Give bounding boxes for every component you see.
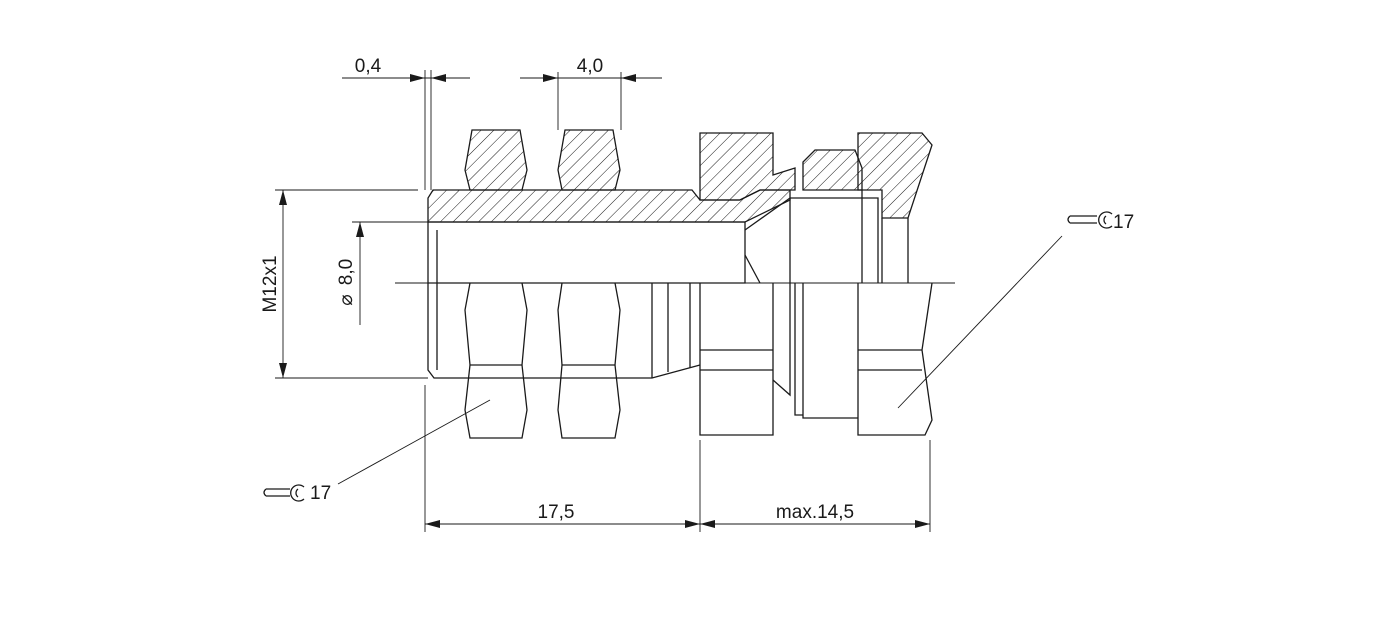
wrench-callout-cap: 17 xyxy=(897,211,1134,409)
wrench-callout-nut: 17 xyxy=(263,399,491,504)
dimension-lengths: 17,5 max.14,5 xyxy=(424,385,931,532)
cap-nut-section xyxy=(857,132,933,219)
wrench-size-cap-label: 17 xyxy=(1113,212,1134,233)
hex-shoulder-outline xyxy=(699,283,774,436)
section-view xyxy=(427,129,933,284)
bore-outline xyxy=(427,221,746,284)
nut-tooth-1-section xyxy=(464,129,528,191)
cap-nut-outline xyxy=(857,282,933,436)
dimension-pitch: 4,0 xyxy=(520,56,662,130)
dim-thread-label: M12x1 xyxy=(260,255,281,312)
hex-shoulder-section xyxy=(699,132,796,201)
nut-2-outline xyxy=(557,282,621,439)
nut-1-outline xyxy=(464,282,528,439)
dim-length-right-label: max.14,5 xyxy=(776,502,854,523)
wrench-icon xyxy=(263,484,305,502)
dim-length-left-label: 17,5 xyxy=(538,502,575,523)
wrench-icon xyxy=(1067,211,1113,229)
dim-pitch-label: 4,0 xyxy=(577,56,603,77)
external-view xyxy=(427,282,933,439)
dimension-gap: 0,4 xyxy=(342,56,470,190)
dimension-bore: ⌀ 8,0 xyxy=(336,221,428,325)
wrench-size-nut-label: 17 xyxy=(310,483,331,504)
dimension-thread: M12x1 xyxy=(260,189,428,379)
dim-bore-symbol: ⌀ xyxy=(336,294,357,305)
seal-ring-section xyxy=(802,149,863,191)
dim-gap-label: 0,4 xyxy=(355,56,382,77)
dim-bore-label: 8,0 xyxy=(336,259,357,285)
nut-tooth-2-section xyxy=(557,129,621,191)
thread-body-outline xyxy=(427,283,701,379)
